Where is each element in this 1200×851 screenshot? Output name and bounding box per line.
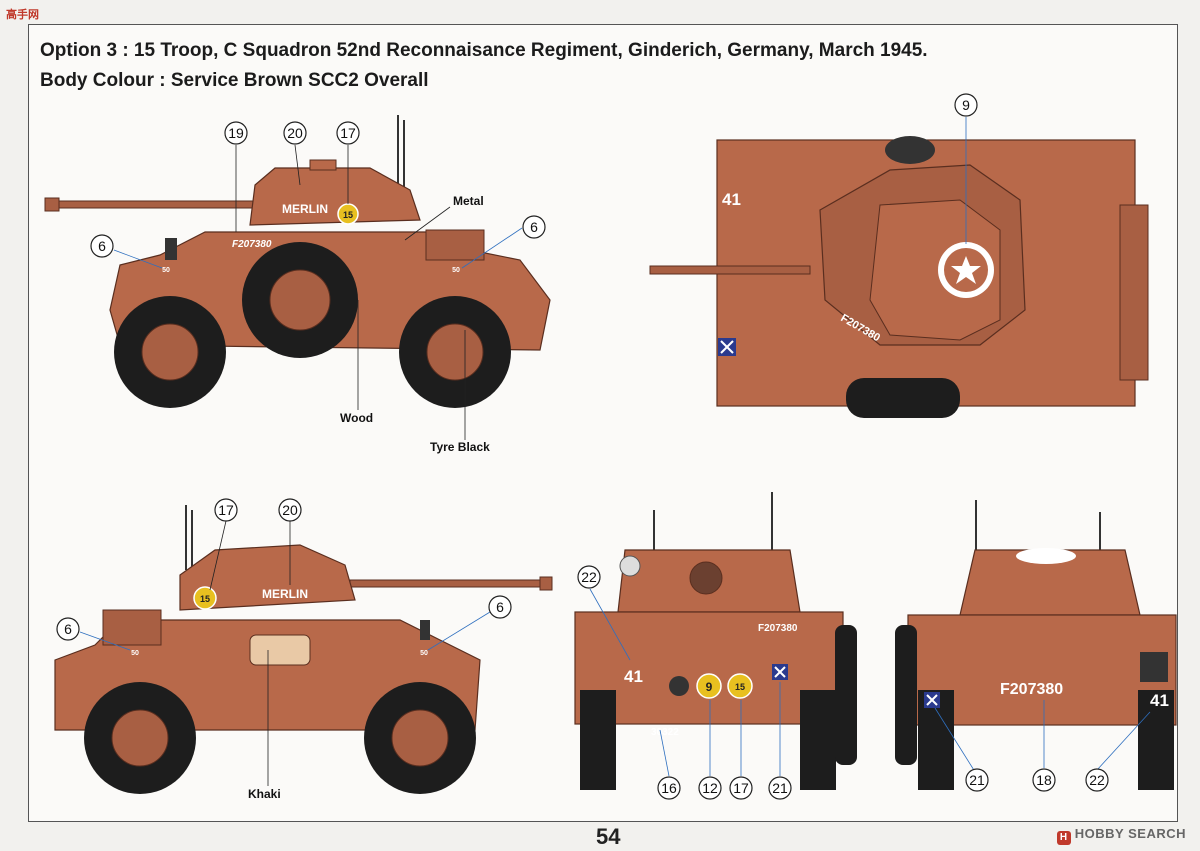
decal-troop-front: 15 bbox=[735, 682, 745, 692]
svg-text:9: 9 bbox=[962, 97, 970, 113]
svg-text:6: 6 bbox=[98, 238, 106, 254]
decal-unit-top: 41 bbox=[722, 190, 741, 209]
top-view: 41 F207380 9 bbox=[649, 93, 1149, 418]
label-khaki: Khaki bbox=[248, 787, 281, 801]
watermark-bottom-text: HOBBY SEARCH bbox=[1074, 826, 1186, 841]
decal-name-right: MERLIN bbox=[262, 587, 308, 601]
svg-text:17: 17 bbox=[340, 125, 356, 141]
callout-6b: 6 bbox=[522, 215, 546, 239]
callout-17-front: 17 bbox=[729, 776, 753, 800]
decal-sqn-front: 9 bbox=[706, 680, 713, 694]
right-side-view: 15 MERLIN 50 50 Khaki 17 20 6 6 bbox=[54, 498, 553, 801]
callout-12-front: 12 bbox=[698, 776, 722, 800]
svg-text:6: 6 bbox=[496, 599, 504, 615]
label-tyre-black: Tyre Black bbox=[430, 440, 490, 454]
callout-20: 20 bbox=[283, 121, 307, 145]
svg-text:21: 21 bbox=[772, 780, 788, 796]
decal-unit-front: 41 bbox=[624, 667, 643, 686]
callout-18-rear: 18 bbox=[1032, 768, 1056, 792]
callout-17: 17 bbox=[336, 121, 360, 145]
svg-text:20: 20 bbox=[282, 502, 298, 518]
svg-text:18: 18 bbox=[1036, 772, 1052, 788]
svg-text:6: 6 bbox=[64, 621, 72, 637]
front-view: 9 15 41 F207380 30322 22 16 12 17 21 bbox=[574, 492, 857, 800]
label-wood: Wood bbox=[340, 411, 373, 425]
decal-troop-right: 15 bbox=[200, 594, 210, 604]
decal-unit-rear: 41 bbox=[1150, 691, 1169, 710]
decal-bridge-front: 30322 bbox=[651, 727, 679, 738]
callout-6-right-b: 6 bbox=[488, 595, 512, 619]
callout-21-front: 21 bbox=[768, 776, 792, 800]
callout-16-front: 16 bbox=[657, 776, 681, 800]
callout-21-rear: 21 bbox=[965, 768, 989, 792]
title-body-colour: Body Colour : Service Brown SCC2 Overall bbox=[40, 70, 429, 91]
label-metal: Metal bbox=[453, 194, 484, 208]
svg-text:22: 22 bbox=[1089, 772, 1105, 788]
svg-text:21: 21 bbox=[969, 772, 985, 788]
title-option: Option 3 : 15 Troop, C Squadron 52nd Rec… bbox=[40, 40, 928, 61]
svg-text:12: 12 bbox=[702, 780, 718, 796]
watermark-top: 高手网 bbox=[6, 9, 39, 21]
svg-text:20: 20 bbox=[287, 125, 303, 141]
callout-22-rear: 22 bbox=[1085, 768, 1109, 792]
decal-name-left: MERLIN bbox=[282, 202, 328, 216]
svg-text:17: 17 bbox=[733, 780, 749, 796]
page-number: 54 bbox=[596, 824, 621, 849]
callout-22-front: 22 bbox=[577, 565, 601, 589]
hobbysearch-logo-icon: H bbox=[1056, 831, 1071, 845]
callout-17-right: 17 bbox=[214, 498, 238, 522]
decal-weight-right-b: 50 bbox=[420, 650, 428, 657]
svg-text:22: 22 bbox=[581, 569, 597, 585]
callout-6-right-a: 6 bbox=[56, 617, 80, 641]
svg-text:16: 16 bbox=[661, 780, 677, 796]
svg-text:17: 17 bbox=[218, 502, 234, 518]
decal-serial-rear: F207380 bbox=[1000, 681, 1063, 698]
callout-9-top: 9 bbox=[954, 93, 978, 117]
callout-20-right: 20 bbox=[278, 498, 302, 522]
decal-serial-front: F207380 bbox=[758, 623, 798, 634]
left-side-view: MERLIN 15 F207380 50 50 Metal Wood Tyre … bbox=[44, 115, 551, 454]
decal-weight-left-a: 50 bbox=[162, 267, 170, 274]
svg-text:6: 6 bbox=[530, 219, 538, 235]
callout-6a: 6 bbox=[90, 234, 114, 258]
decal-troop-left: 15 bbox=[343, 210, 353, 220]
decal-weight-left-b: 50 bbox=[452, 267, 460, 274]
decal-serial-left: F207380 bbox=[232, 239, 272, 250]
svg-text:19: 19 bbox=[228, 125, 244, 141]
decal-weight-right-a: 50 bbox=[131, 650, 139, 657]
callout-19: 19 bbox=[224, 121, 248, 145]
rear-view: F207380 41 21 18 22 bbox=[895, 500, 1177, 792]
